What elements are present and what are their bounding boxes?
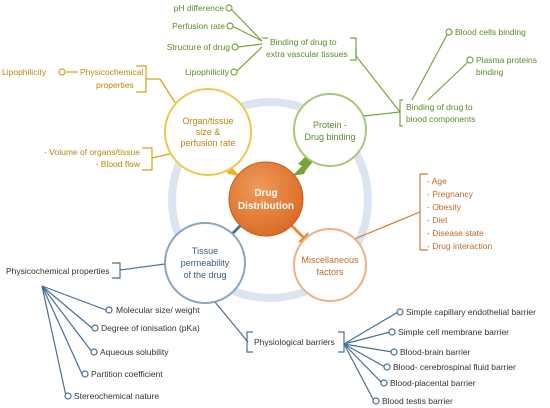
barrier-dot-2 (388, 328, 396, 336)
blood-components-line2: blood components (406, 114, 475, 124)
extravascular-label-line1: Binding of drug to (270, 37, 337, 47)
protein-label-line2: Drug binding (304, 132, 355, 142)
tissue-physchem-item-1: Molecular size/ weight (116, 305, 200, 315)
tissue-physchem-label: Physicochemical properties (6, 266, 109, 276)
tissue-physchem-item-4: Partition coefficient (91, 369, 163, 379)
plasma-proteins-line2: binding (476, 67, 504, 77)
tissue-item-dot-4 (81, 370, 89, 378)
plasma-proteins-line1: Plasma proteins (476, 55, 537, 65)
blood-cells-dot (445, 28, 453, 36)
organ-label-line2: size & (196, 127, 221, 137)
organ-volume-line1: - Volume of organs/tissue (44, 147, 140, 157)
extravascular-dot-4 (230, 68, 238, 76)
tissue-item-dot-5 (64, 392, 72, 400)
barrier-dot-5 (380, 379, 388, 387)
barrier-item-3: Blood-brain barrier (400, 347, 471, 357)
organ-label-line1: Organ/tissue (182, 116, 233, 126)
physiological-barriers-label: Physiological barriers (254, 337, 335, 347)
misc-item-2: - Pregnancy (427, 189, 474, 199)
center-label-line2: Distribution (238, 201, 294, 212)
background-ring (168, 98, 372, 302)
tissue-item-dot-2 (91, 324, 99, 332)
center-label-line1: Drug (254, 188, 277, 199)
protein-node (293, 93, 367, 167)
misc-item-6: - Drug interaction (427, 241, 492, 251)
barrier-item-6: Blood testis barrier (382, 396, 453, 406)
organ-label-line3: perfusion rate (180, 138, 235, 148)
extravascular-item-1: pH difference (174, 3, 225, 13)
blood-components-line1: Binding of drug to (406, 102, 473, 112)
barrier-item-5: Blood-placental barrier (390, 378, 476, 388)
barrier-item-4: Blood- cerebrospinal fluid barrier (393, 362, 516, 372)
misc-label-line1: Miscellaneous (301, 255, 359, 265)
misc-item-5: - Disease state (427, 228, 484, 238)
tissue-branch (41, 262, 399, 402)
misc-item-1: - Age (427, 176, 447, 186)
tissue-item-dot-1 (105, 306, 113, 314)
extravascular-item-3: Structure of drug (167, 42, 231, 52)
extravascular-dot-3 (231, 43, 239, 51)
tissue-node (164, 222, 246, 304)
tissue-label-line1: Tissue (192, 246, 218, 256)
misc-node (293, 228, 367, 302)
extravascular-item-2: Perfusion rate (172, 21, 225, 31)
lipophilicity-dot (58, 68, 66, 76)
tissue-label-line3: of the drug (183, 270, 226, 280)
blood-item-1: Blood cells binding (455, 27, 526, 37)
extravascular-dot-2 (226, 22, 234, 30)
misc-item-3: - Obesity (427, 202, 462, 212)
center-node (228, 161, 304, 237)
barrier-dot-4 (383, 363, 391, 371)
tissue-label-line2: permeability (181, 258, 230, 268)
barrier-dot-3 (390, 348, 398, 356)
barrier-dot-1 (396, 308, 404, 316)
tissue-item-dot-3 (90, 348, 98, 356)
extravascular-label-line2: extra vascular tissues (266, 49, 348, 59)
protein-branch (229, 7, 469, 127)
organ-physchem-line1: Physicochemical (80, 67, 143, 77)
barrier-item-2: Simple cell membrane barrier (398, 327, 509, 337)
misc-label-line2: factors (316, 267, 344, 277)
protein-label-line1: Protein - (313, 120, 347, 130)
extravascular-item-4: Lipophilicity (185, 67, 230, 77)
plasma-proteins-dot (466, 56, 474, 64)
tissue-physchem-item-3: Aqueous solubility (100, 347, 169, 357)
misc-item-4: - Diet (427, 215, 448, 225)
barrier-item-1: Simple capillary endothelial barrier (406, 307, 536, 317)
organ-node (164, 88, 252, 176)
organ-physchem-line2: properties (96, 80, 134, 90)
barrier-dot-6 (372, 397, 380, 405)
tissue-physchem-item-5: Stereochemical nature (74, 391, 159, 401)
misc-branch (351, 173, 428, 251)
tissue-physchem-item-2: Degree of ionisation (pKa) (101, 323, 200, 333)
lipophilicity-label: Lipophilicity (2, 67, 47, 77)
organ-volume-line2: - Blood flow (96, 159, 141, 169)
extravascular-dot-1 (225, 4, 233, 12)
